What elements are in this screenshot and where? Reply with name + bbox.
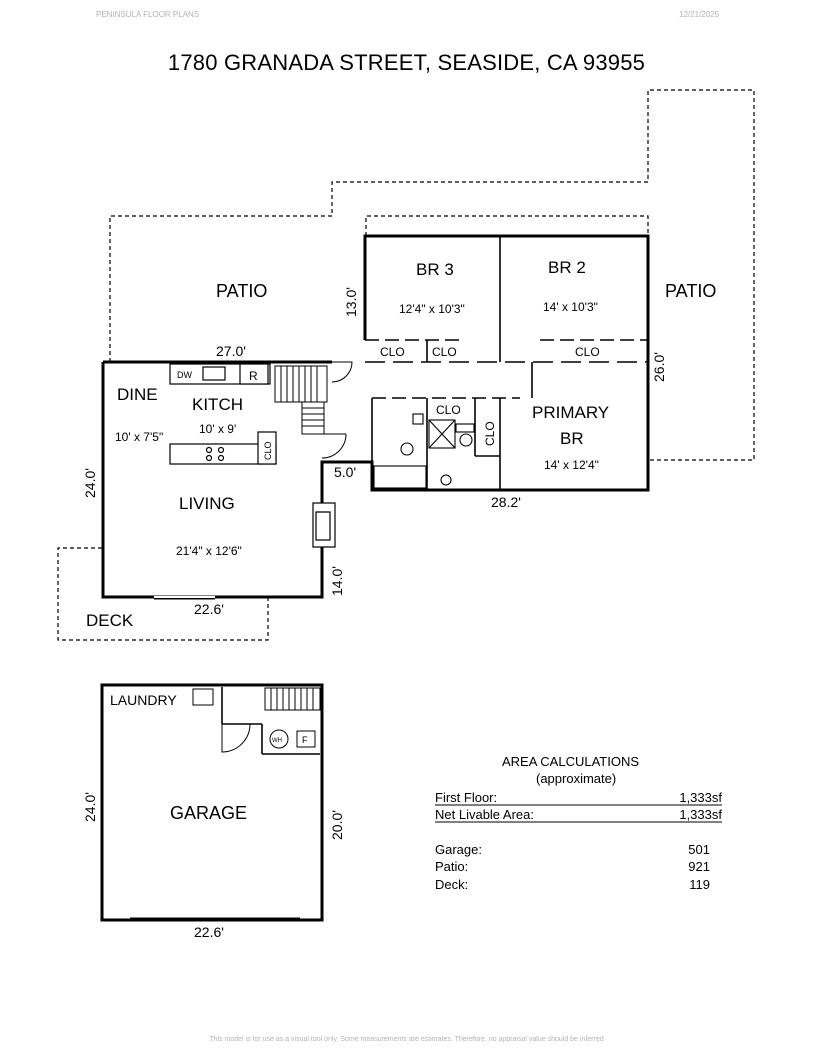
toilet-icon <box>400 442 414 456</box>
dim-20: 20.0' <box>329 810 345 840</box>
patio-right-label: PATIO <box>665 281 716 301</box>
page-title: 1780 GRANADA STREET, SEASIDE, CA 93955 <box>167 50 646 75</box>
patio-left-label: PATIO <box>216 281 267 301</box>
dine-label: DINE <box>117 385 158 404</box>
dim-24-garage: 24.0' <box>82 792 98 822</box>
closet-label: CLO <box>263 441 273 460</box>
company-header: PENINSULA FLOOR PLANS <box>96 10 200 19</box>
area-row-label: Garage: <box>435 842 482 857</box>
laundry-sink <box>192 688 214 706</box>
water-heater-label: WH <box>272 738 282 744</box>
dim-27: 27.0' <box>216 343 246 359</box>
kitchen-fixtures <box>169 363 277 465</box>
outdoor-outlines <box>57 89 755 641</box>
area-row-value: 921 <box>688 859 710 874</box>
closet-label: CLO <box>380 345 405 359</box>
dim-24-main: 24.0' <box>82 468 98 498</box>
area-row-value: 501 <box>688 842 710 857</box>
br2-size: 14' x 10'3" <box>543 300 598 314</box>
area-row-label: Net Livable Area: <box>435 807 534 822</box>
br2-label: BR 2 <box>548 258 586 277</box>
dine-size: 10' x 7'5" <box>115 430 163 444</box>
water-heater-icon <box>269 729 289 749</box>
br3-size: 12'4" x 10'3" <box>399 302 465 316</box>
dim-13: 13.0' <box>343 287 359 317</box>
fridge <box>239 363 269 385</box>
primary-label-2: BR <box>560 429 584 448</box>
garage-walls <box>100 683 324 922</box>
closet-label: CLO <box>436 403 461 417</box>
furnace-box <box>296 730 316 748</box>
dim-22-garage: 22.6' <box>194 924 224 940</box>
area-calculations: AREA CALCULATIONS (approximate) First Fl… <box>435 754 722 892</box>
area-subtitle: (approximate) <box>536 771 616 786</box>
interior-walls <box>365 236 648 490</box>
area-title: AREA CALCULATIONS <box>502 754 639 769</box>
kitchen-size: 10' x 9' <box>199 422 236 436</box>
closet-label: CLO <box>575 345 600 359</box>
closet-label: CLO <box>483 421 497 446</box>
stove-burner-icon <box>205 454 213 462</box>
dim-22-main: 22.6' <box>194 601 224 617</box>
deck-label: DECK <box>86 611 134 630</box>
patio-left-outline <box>109 89 755 461</box>
door-swings <box>221 361 353 753</box>
garage-interior <box>130 687 320 919</box>
date-header: 12/21/2025 <box>679 10 720 19</box>
toilet-icon <box>459 433 473 447</box>
area-row-label: Deck: <box>435 877 468 892</box>
garage-stairs <box>192 687 321 749</box>
area-row-value: 119 <box>689 877 710 892</box>
closet-label: CLO <box>432 345 457 359</box>
garage-label: GARAGE <box>170 803 247 823</box>
area-row-label: First Floor: <box>435 790 497 805</box>
dim-5: 5.0' <box>334 464 356 480</box>
stove-burner-icon <box>217 446 225 454</box>
living-label: LIVING <box>179 494 235 513</box>
furnace-label: F <box>302 735 308 745</box>
dishwasher-label: DW <box>177 370 192 380</box>
dim-26: 26.0' <box>651 352 667 382</box>
stove-burner-icon <box>217 454 225 462</box>
sink-icon <box>202 366 226 381</box>
drain-icon <box>440 474 452 486</box>
primary-size: 14' x 12'4" <box>544 458 599 472</box>
br3-label: BR 3 <box>416 260 454 279</box>
bath-fixtures <box>373 413 475 489</box>
disclaimer-footer: This model is for use as a visual tool o… <box>209 1036 604 1043</box>
bathtub <box>373 465 427 489</box>
stove-burner-icon <box>205 446 213 454</box>
deck-outline <box>57 547 269 641</box>
fridge-label: R <box>249 369 258 383</box>
area-row-value: 1,333sf <box>679 807 722 822</box>
area-row-value: 1,333sf <box>679 790 722 805</box>
dim-14: 14.0' <box>329 566 345 596</box>
fireplace <box>312 502 336 548</box>
kitchen-label: KITCH <box>192 395 243 414</box>
area-row-label: Patio: <box>435 859 468 874</box>
laundry-label: LAUNDRY <box>110 692 177 708</box>
dim-28: 28.2' <box>491 494 521 510</box>
patio-mid-outline <box>365 215 649 236</box>
living-size: 21'4" x 12'6" <box>176 544 242 558</box>
primary-label-1: PRIMARY <box>532 403 609 422</box>
stairs-main <box>274 365 328 435</box>
closet-kitchen <box>257 431 277 465</box>
